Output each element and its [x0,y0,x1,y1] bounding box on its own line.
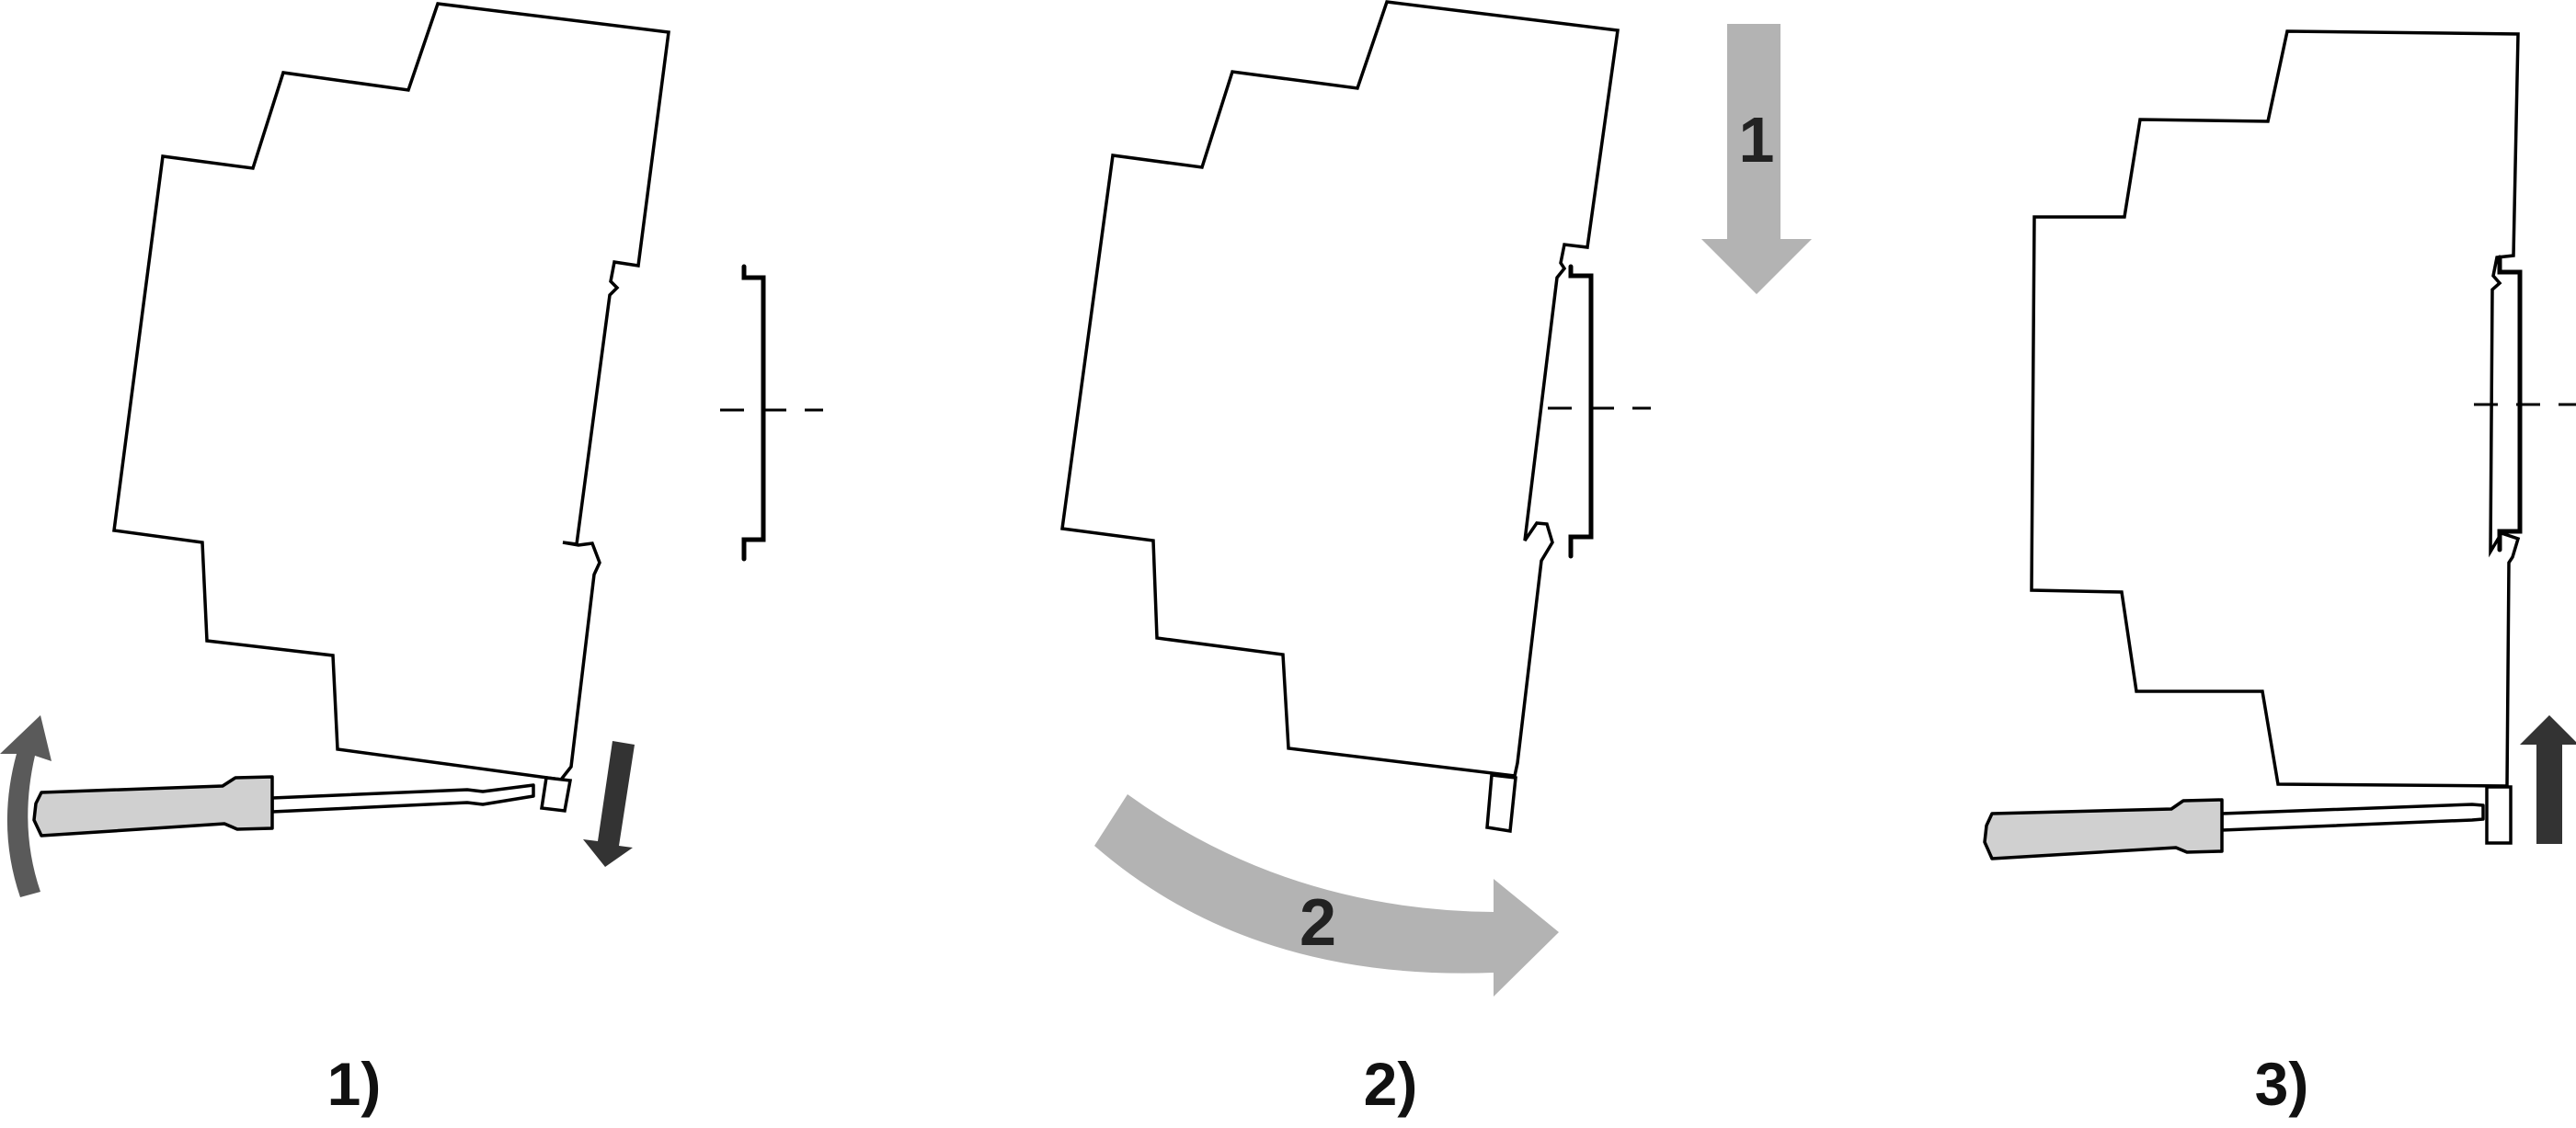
din-rail [1568,264,1594,559]
screwdriver-icon [32,775,535,837]
device-outline [112,2,670,781]
arrow-up-icon [2520,715,2576,844]
curved-arrow-icon: 2 [1094,794,1559,997]
device-outline [2030,29,2521,788]
arrow-number: 1 [1739,104,1775,176]
panel-step-2: 1 2 2) [1060,0,1812,1118]
curved-arrow-icon [0,715,52,897]
din-rail [2497,255,2523,553]
arrow-down-icon [583,741,635,867]
latch-tab [539,776,573,813]
latch-tab [2485,785,2513,845]
screwdriver-icon [1983,798,2485,860]
device-outline [1060,0,1620,778]
arrow-down-icon: 1 [1701,24,1812,294]
panel-step-3: 3) [1983,29,2576,1118]
step-label: 1) [327,1050,382,1118]
panel-step-1: 1) [0,2,823,1118]
latch-tab [1485,773,1517,834]
step-label: 2) [1364,1050,1418,1118]
din-rail [741,264,766,562]
step-label: 3) [2255,1050,2309,1118]
arrow-number: 2 [1299,886,1336,960]
